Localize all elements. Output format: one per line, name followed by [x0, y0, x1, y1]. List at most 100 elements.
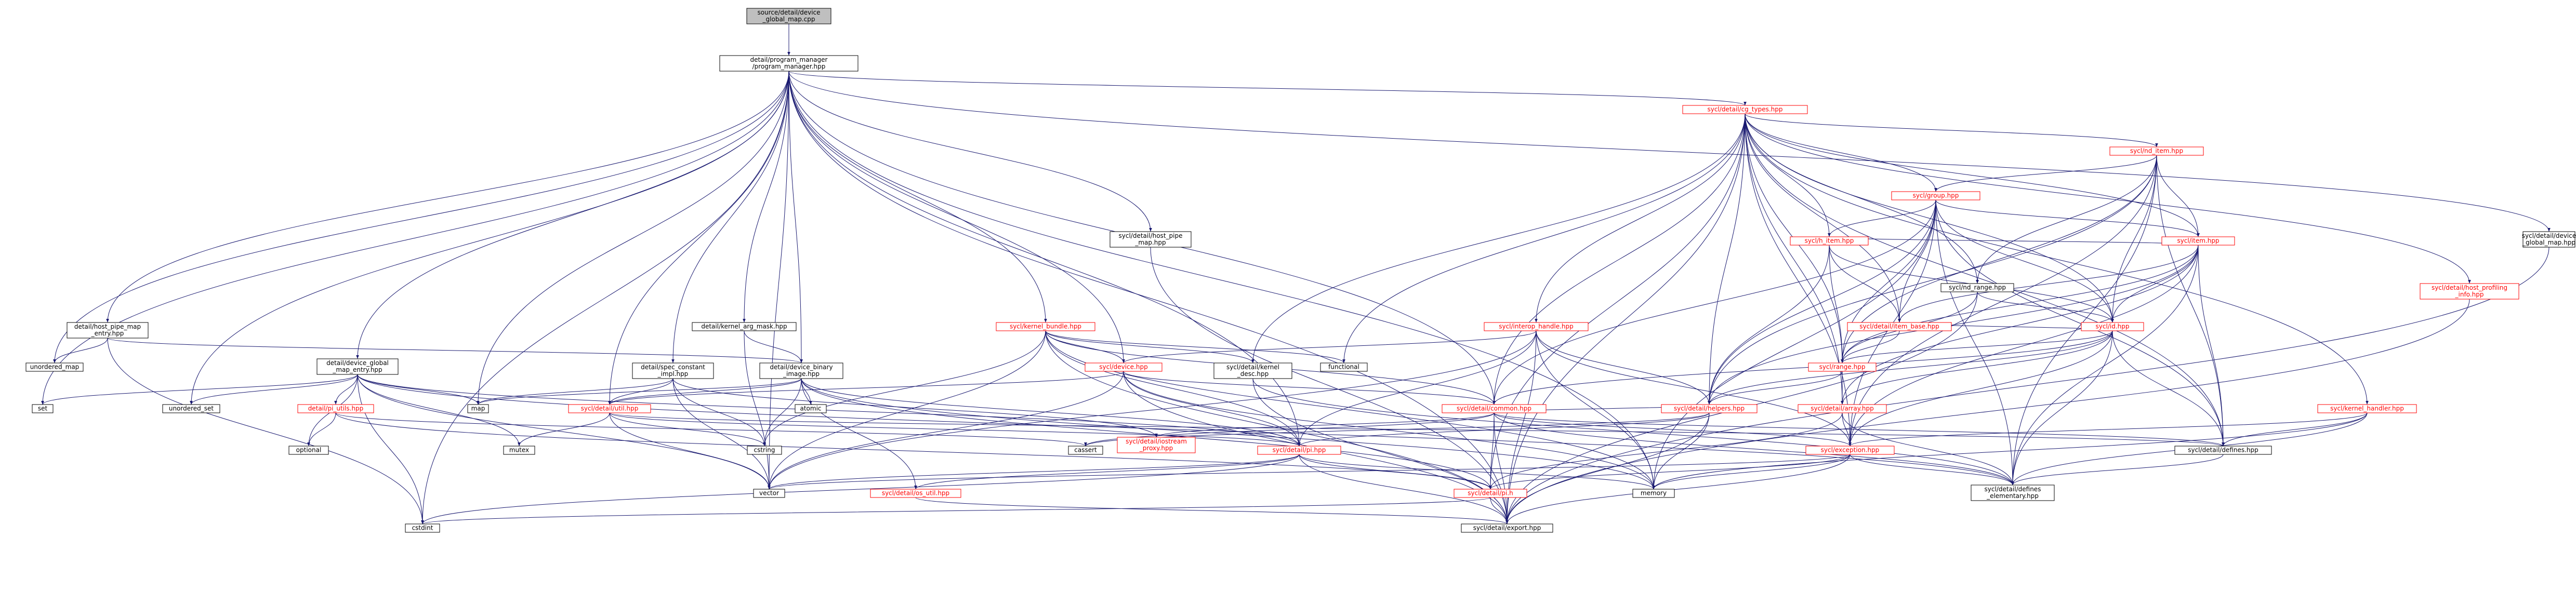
node-root[interactable]: source/detail/device_global_map.cpp: [746, 8, 831, 24]
edge-nd_item-to-nd_range: [1976, 155, 2157, 284]
edge-array-to-exception: [1842, 412, 1852, 447]
edge-pm-to-map: [477, 71, 789, 405]
node-box: [503, 446, 535, 455]
node-box: [316, 358, 399, 375]
edge-pm-to-uset: [190, 71, 789, 405]
node-label: sycl/detail/pi.h: [1468, 490, 1513, 497]
node-pi_utils[interactable]: detail/pi_utils.hpp: [297, 404, 374, 413]
node-map[interactable]: map: [467, 404, 489, 413]
node-range[interactable]: sycl/range.hpp: [1808, 362, 1877, 372]
edge-cg_types-to-item_base: [1745, 113, 1901, 323]
edge-item-to-defines_el: [2011, 245, 2199, 486]
node-mutex[interactable]: mutex: [503, 446, 535, 455]
edge-pm-to-spec_const: [671, 71, 789, 364]
edge-nd_item-to-range: [1841, 155, 2157, 364]
node-common[interactable]: sycl/detail/common.hpp: [1442, 404, 1547, 413]
node-box: [1484, 322, 1589, 331]
edge-h_item-to-item_base: [1829, 245, 1901, 323]
node-array[interactable]: sycl/detail/array.hpp: [1798, 404, 1887, 413]
node-box: [2317, 404, 2417, 413]
node-host_prof[interactable]: sycl/detail/host_profiling_info.hpp: [2420, 283, 2519, 300]
node-pi_hpp[interactable]: sycl/detail/pi.hpp: [1257, 446, 1341, 455]
node-helpers[interactable]: sycl/detail/helpers.hpp: [1661, 404, 1758, 413]
node-group[interactable]: sycl/group.hpp: [1891, 191, 1980, 200]
node-cassert[interactable]: cassert: [1068, 446, 1103, 455]
node-box: [1971, 485, 2055, 501]
edge-common-to-defines: [1494, 412, 2225, 447]
node-kernel_desc[interactable]: sycl/detail/kernel_desc.hpp: [1213, 362, 1292, 379]
edge-pm-to-dev_gmap: [788, 71, 2551, 232]
node-box: [1461, 523, 1553, 533]
edge-cg_types-to-common: [1492, 113, 1746, 405]
node-nd_item[interactable]: sycl/nd_item.hpp: [2109, 146, 2204, 156]
node-nd_range[interactable]: sycl/nd_range.hpp: [1940, 283, 2014, 292]
node-memory[interactable]: memory: [1632, 489, 1675, 498]
node-label: map: [471, 405, 485, 412]
node-box: [1940, 283, 2014, 292]
edge-host_prof-to-export: [1505, 299, 2470, 524]
node-h_item[interactable]: sycl/h_item.hpp: [1790, 236, 1869, 246]
edge-pi_utils-to-pi_h: [335, 412, 1492, 490]
node-id[interactable]: sycl/id.hpp: [2081, 322, 2144, 331]
node-box: [1661, 404, 1758, 413]
edge-util-to-defines: [609, 412, 2225, 447]
node-functional[interactable]: functional: [1320, 362, 1368, 372]
node-box: [1085, 362, 1162, 372]
node-device_hpp[interactable]: sycl/device.hpp: [1085, 362, 1162, 372]
edge-pm-to-karg_mask: [743, 71, 789, 323]
edge-id-to-exception: [1848, 330, 2113, 447]
node-dev_binary[interactable]: detail/device_binary_image.hpp: [759, 362, 843, 379]
node-kernel_handler[interactable]: sycl/kernel_handler.hpp: [2317, 404, 2417, 413]
node-label: sycl/detail/host_profiling: [2432, 284, 2507, 291]
node-kernel_bundle[interactable]: sycl/kernel_bundle.hpp: [996, 322, 1095, 331]
node-cstdint[interactable]: cstdint: [405, 523, 440, 533]
node-label: _desc.hpp: [1237, 370, 1269, 378]
node-os_util[interactable]: sycl/detail/os_util.hpp: [870, 489, 961, 498]
edge-dev_binary-to-atomic: [801, 378, 812, 405]
edge-cg_types-to-pi_h: [1489, 113, 1746, 490]
edge-dg_entry-to-uset: [190, 374, 358, 405]
node-vector[interactable]: vector: [753, 489, 785, 498]
edge-id-to-helpers: [1708, 330, 2113, 405]
node-uset[interactable]: unordered_set: [162, 404, 220, 413]
node-exception[interactable]: sycl/exception.hpp: [1805, 446, 1895, 455]
node-atomic[interactable]: atomic: [795, 404, 827, 413]
node-host_pipe_map[interactable]: sycl/detail/host_pipe_map.hpp: [1109, 231, 1192, 248]
edge-util-to-vector: [609, 412, 771, 490]
node-karg_mask[interactable]: detail/kernel_arg_mask.hpp: [692, 322, 797, 331]
node-cg_types[interactable]: sycl/detail/cg_types.hpp: [1682, 105, 1808, 114]
node-interop[interactable]: sycl/interop_handle.hpp: [1484, 322, 1589, 331]
node-hp_entry[interactable]: detail/host_pipe_map_entry.hpp: [67, 322, 149, 339]
edge-kernel_bundle-to-export: [1045, 330, 1509, 524]
node-box: [1257, 446, 1341, 455]
node-box: [162, 404, 220, 413]
node-set[interactable]: set: [32, 404, 54, 413]
node-spec_const[interactable]: detail/spec_constant_impl.hpp: [632, 362, 714, 379]
node-label: sycl/id.hpp: [2096, 323, 2130, 330]
node-item[interactable]: sycl/item.hpp: [2161, 236, 2235, 246]
node-pi_h[interactable]: sycl/detail/pi.h: [1454, 489, 1527, 498]
node-label: sycl/nd_range.hpp: [1949, 284, 2006, 291]
edge-array-to-defines_el: [1842, 412, 2014, 486]
node-defines[interactable]: sycl/detail/defines.hpp: [2174, 446, 2272, 455]
node-box: [1068, 446, 1103, 455]
node-iostream[interactable]: sycl/detail/iostream_proxy.hpp: [1117, 437, 1196, 453]
edge-pm-to-set: [41, 71, 789, 405]
node-item_base[interactable]: sycl/detail/item_base.hpp: [1847, 322, 1952, 331]
edge-cg_types-to-kernel_desc: [1251, 113, 1746, 364]
node-dev_gmap[interactable]: sycl/detail/device_global_map.hpp: [2522, 231, 2576, 248]
node-export[interactable]: sycl/detail/export.hpp: [1461, 523, 1553, 533]
node-label: _info.hpp: [2455, 291, 2484, 298]
node-optional[interactable]: optional: [288, 446, 329, 455]
node-cstring[interactable]: cstring: [747, 446, 782, 455]
edge-dg_entry-to-map: [357, 374, 480, 405]
edge-dev_binary-to-pi_hpp: [801, 378, 1301, 447]
node-dg_entry[interactable]: detail/device_global_map_entry.hpp: [316, 358, 399, 375]
edge-item-to-item_base: [1898, 245, 2199, 323]
node-umap[interactable]: unordered_map: [25, 362, 84, 372]
node-util[interactable]: sycl/detail/util.hpp: [568, 404, 651, 413]
node-box: [2174, 446, 2272, 455]
node-defines_el[interactable]: sycl/detail/defines_elementary.hpp: [1971, 485, 2055, 501]
node-pm[interactable]: detail/program_manager/program_manager.h…: [719, 55, 858, 72]
edge-helpers-to-export: [1505, 412, 1710, 524]
